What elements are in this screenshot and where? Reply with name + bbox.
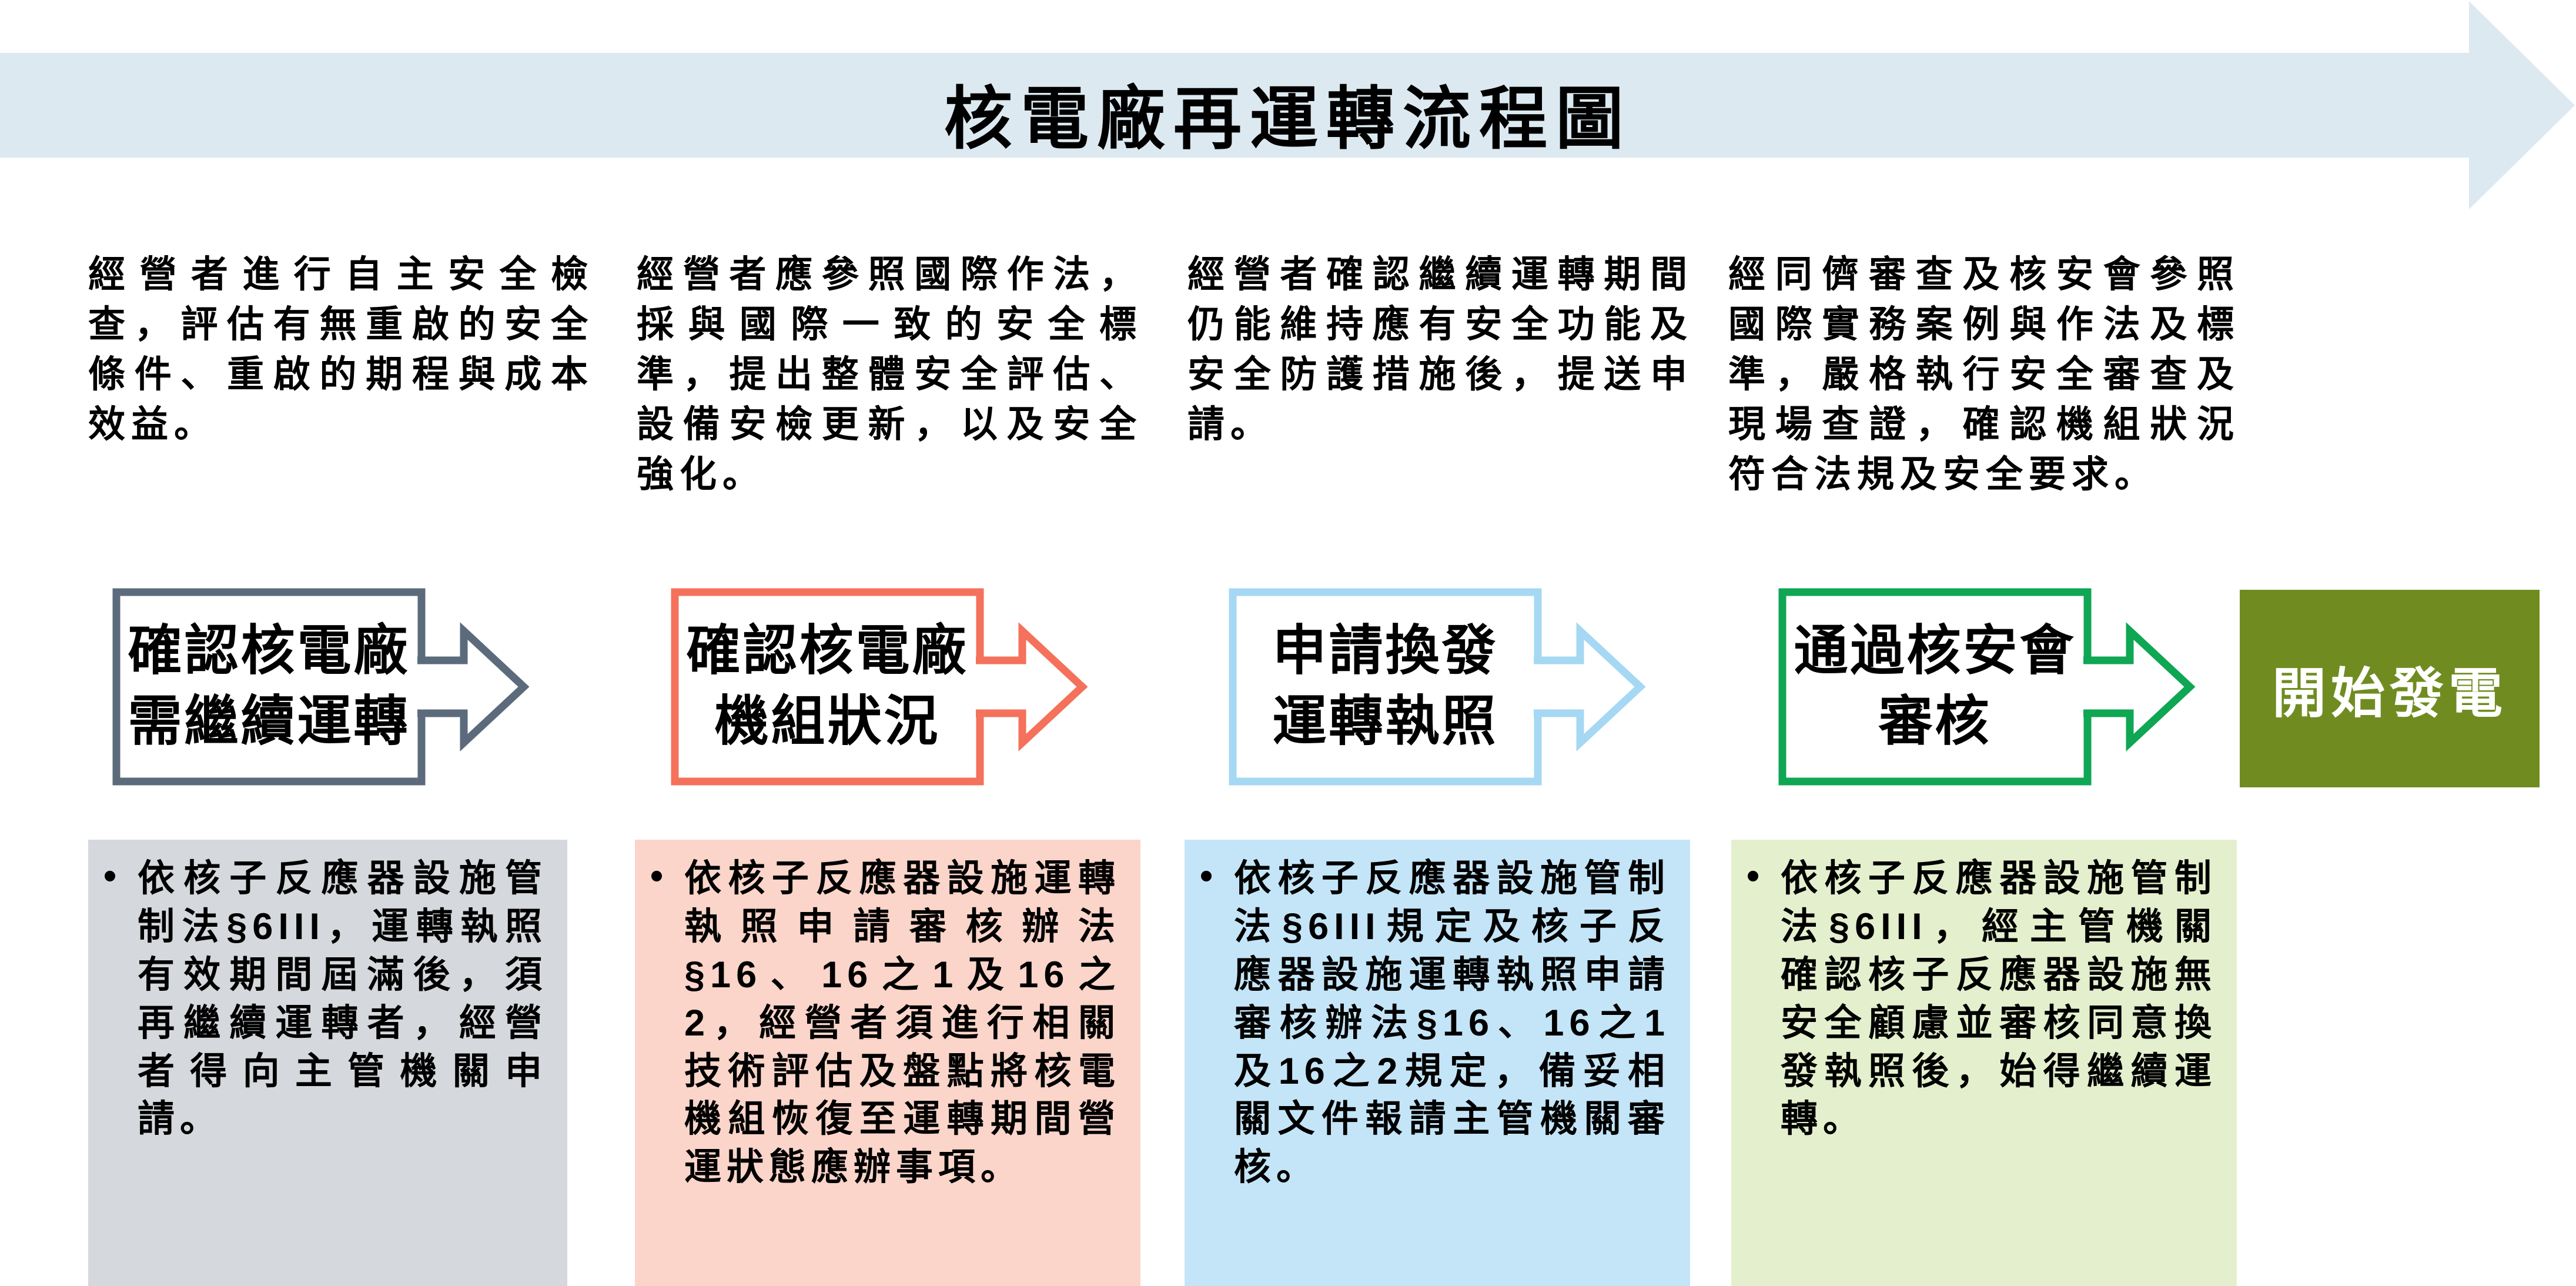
flow-arrow <box>1534 631 1640 743</box>
detail-box: • 依核子反應器設施管制法§6III，經主管機關確認核子反應器設施無安全顧慮並審… <box>1731 840 2237 1286</box>
detail-box: • 依核子反應器設施管制法§6III規定及核子反應器設施運轉執照申請審核辦法§1… <box>1185 840 1690 1286</box>
process-box-label-line: 通過核安會 <box>1794 621 2076 682</box>
step-description: 經營者進行自主安全檢查，評估有無重啟的安全條件、重啟的期程與成本效益。 <box>88 254 594 446</box>
process-box-label-line: 機組狀況 <box>714 692 941 751</box>
bullet-icon: • <box>1747 856 1760 897</box>
page-title: 核電廠再運轉流程圖 <box>944 81 1632 157</box>
step-description: 經營者應參照國際作法，採與國際一致的安全標準，提出整體安全評估、設備安檢更新，以… <box>637 254 1142 496</box>
process-box-label-line: 運轉執照 <box>1272 692 1498 751</box>
process-box-label-line: 需繼續運轉 <box>128 692 410 751</box>
bullet-icon: • <box>1200 856 1213 897</box>
bullet-icon: • <box>103 856 117 897</box>
detail-text: 依核子反應器設施管制法§6III，經主管機關確認核子反應器設施無安全顧慮並審核同… <box>1781 858 2217 1140</box>
process-box-label: 申請換發 運轉執照 <box>1233 588 1538 786</box>
process-box-outline <box>1229 588 1646 786</box>
process-box-label-line: 審核 <box>1878 692 1992 751</box>
process-box-outline <box>112 588 530 786</box>
detail-text: 依核子反應器設施運轉執照申請審核辦法§16、16之1及16之2，經營者須進行相關… <box>684 858 1120 1188</box>
process-box-label-line: 確認核電廠 <box>686 621 969 682</box>
flow-arrow <box>417 631 524 743</box>
step-description: 經營者確認繼續運轉期間仍能維持應有安全功能及安全防護措施後，提送申請。 <box>1187 254 1693 446</box>
process-box-outline <box>671 588 1088 786</box>
detail-box: • 依核子反應器設施運轉執照申請審核辦法§16、16之1及16之2，經營者須進行… <box>635 840 1140 1286</box>
process-box-outline <box>1778 588 2196 786</box>
process-box-label-line: 申請換發 <box>1272 621 1498 682</box>
step-description: 經同儕審查及核安會參照國際實務案例與作法及標準，嚴格執行安全審查及現場查證，確認… <box>1728 254 2240 496</box>
process-box-label-line: 確認核電廠 <box>128 621 410 682</box>
process-box-label: 確認核電廠 機組狀況 <box>675 588 980 786</box>
detail-text: 依核子反應器設施管制法§6III，運轉執照有效期間屆滿後，須再繼續運轉者，經營者… <box>138 858 547 1140</box>
process-box-label: 確認核電廠 需繼續運轉 <box>116 588 421 786</box>
banner-arrow-shape <box>0 1 2575 209</box>
bullet-icon: • <box>650 856 664 897</box>
flow-arrow <box>976 631 1082 743</box>
banner-arrow <box>0 1 2575 209</box>
detail-box: • 依核子反應器設施管制法§6III，運轉執照有效期間屆滿後，須再繼續運轉者，經… <box>88 840 567 1286</box>
final-step-label: 開始發電 <box>2271 663 2507 724</box>
process-box-label: 通過核安會 審核 <box>1782 588 2087 786</box>
flow-arrow <box>2083 631 2190 743</box>
final-step-box: 開始發電 <box>2240 590 2540 787</box>
detail-text: 依核子反應器設施管制法§6III規定及核子反應器設施運轉執照申請審核辦法§16、… <box>1234 858 1670 1188</box>
